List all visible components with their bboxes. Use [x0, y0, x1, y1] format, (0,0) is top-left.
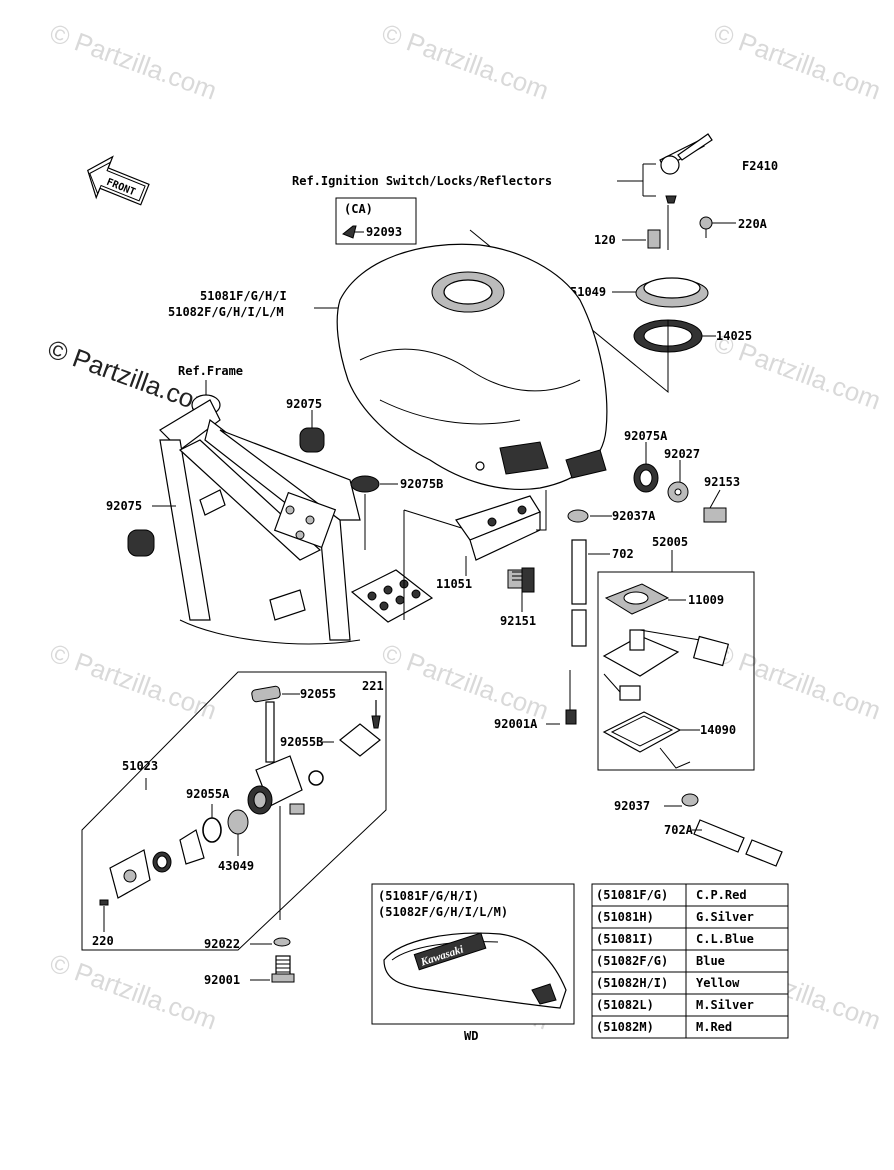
label-92037: 92037	[614, 799, 650, 813]
fuel-cock-assembly: 51023 92055 221 92055B 92055A 43049 220	[81, 671, 387, 951]
hose-702: 702	[571, 539, 634, 647]
label-92153: 92153	[704, 475, 740, 489]
label-14025: 14025	[716, 329, 752, 343]
front-arrow-icon: FRONT	[87, 155, 150, 206]
label-92055B: 92055B	[280, 735, 323, 749]
frame	[159, 394, 361, 645]
bracket-11051: 11051	[436, 490, 547, 591]
tank-label-2: 51082F/G/H/I/L/M	[168, 305, 284, 319]
label-92037A: 92037A	[612, 509, 656, 523]
wd-caption: WD	[464, 1029, 478, 1043]
label-92022: 92022	[204, 937, 240, 951]
color-table-color: C.L.Blue	[696, 932, 754, 946]
color-table-code: (51082M)	[596, 1020, 654, 1034]
label-92075-top: 92075	[286, 397, 322, 411]
bolt-92151: 92151	[500, 567, 536, 628]
label-220: 220	[92, 934, 114, 948]
label-120: 120	[594, 233, 616, 247]
label-220A: 220A	[738, 217, 768, 231]
watermark-1: © Partzilla.com	[46, 17, 221, 105]
label-702A: 702A	[664, 823, 694, 837]
fuel-cap-group: 120 220A 51049 14025	[469, 205, 768, 394]
watermark-3: © Partzilla.com	[710, 17, 885, 105]
color-table-color: Yellow	[696, 976, 740, 990]
ref-frame-label: Ref.Frame	[178, 364, 243, 378]
label-702: 702	[612, 547, 634, 561]
color-table-code: (51082H/I)	[596, 976, 668, 990]
label-51023: 51023	[122, 759, 158, 773]
label-92001: 92001	[204, 973, 240, 987]
bracket-plate	[350, 509, 469, 623]
figure-code: F2410	[742, 159, 778, 173]
label-51049: 51049	[570, 285, 606, 299]
color-table-code: (51082F/G)	[596, 954, 668, 968]
ca-box: (CA) 92093	[335, 197, 417, 245]
label-92151: 92151	[500, 614, 536, 628]
label-11051: 11051	[436, 577, 472, 591]
label-43049: 43049	[218, 859, 254, 873]
wd-box: (51081F/G/H/I) (51082F/G/H/I/L/M) Kawasa…	[371, 883, 575, 1043]
hose-702A-group: 92037 702A	[614, 793, 783, 867]
label-92001A: 92001A	[494, 717, 538, 731]
label-92075B: 92075B	[400, 477, 443, 491]
label-92075-left: 92075	[106, 499, 142, 513]
label-92055: 92055	[300, 687, 336, 701]
label-11009: 11009	[688, 593, 724, 607]
tank-label-1: 51081F/G/H/I	[200, 289, 287, 303]
label-92075A: 92075A	[624, 429, 668, 443]
fuel-tank	[336, 243, 608, 490]
watermark-9: © Partzilla.com	[46, 947, 221, 1035]
wd-box-line-1: (51081F/G/H/I)	[378, 889, 479, 903]
watermark-7: © Partzilla.com	[378, 637, 553, 725]
watermark-2: © Partzilla.com	[378, 17, 553, 105]
color-table: (51081F/G) C.P.Red (51081H) G.Silver (51081I…	[591, 883, 789, 1039]
mount-parts: 92075A 92027 92153	[624, 429, 740, 523]
color-table-color: C.P.Red	[696, 888, 747, 902]
label-92055A: 92055A	[186, 787, 230, 801]
label-221: 221	[362, 679, 384, 693]
color-table-color: M.Red	[696, 1020, 732, 1034]
clip-92037A: 92037A	[567, 509, 656, 523]
rubber-92075-left: 92075	[106, 499, 176, 557]
wd-box-line-2: (51082F/G/H/I/L/M)	[378, 905, 508, 919]
fuel-pump-assembly-box: 52005 11009 14090	[597, 535, 755, 771]
color-table-code: (51081F/G)	[596, 888, 668, 902]
color-table-code: (51081I)	[596, 932, 654, 946]
color-table-color: M.Silver	[696, 998, 754, 1012]
rubber-92075-top: 92075	[286, 397, 325, 453]
watermark-8: © Partzilla.com	[710, 637, 885, 725]
drain-bolt-group: 92022 92001	[204, 937, 295, 987]
damper-92075B: 92075B	[350, 475, 443, 550]
color-table-code: (51082L)	[596, 998, 654, 1012]
watermark-6: © Partzilla.com	[46, 637, 221, 725]
color-table-color: Blue	[696, 954, 725, 968]
label-92027: 92027	[664, 447, 700, 461]
color-table-code: (51081H)	[596, 910, 654, 924]
ref-ignition-label: Ref.Ignition Switch/Locks/Reflectors	[292, 174, 552, 188]
ca-box-title: (CA)	[344, 202, 373, 216]
key-icon	[659, 133, 713, 204]
bolt-92001A: 92001A	[494, 670, 577, 731]
color-table-color: G.Silver	[696, 910, 754, 924]
ca-box-part: 92093	[366, 225, 402, 239]
label-14090: 14090	[700, 723, 736, 737]
label-52005: 52005	[652, 535, 688, 549]
